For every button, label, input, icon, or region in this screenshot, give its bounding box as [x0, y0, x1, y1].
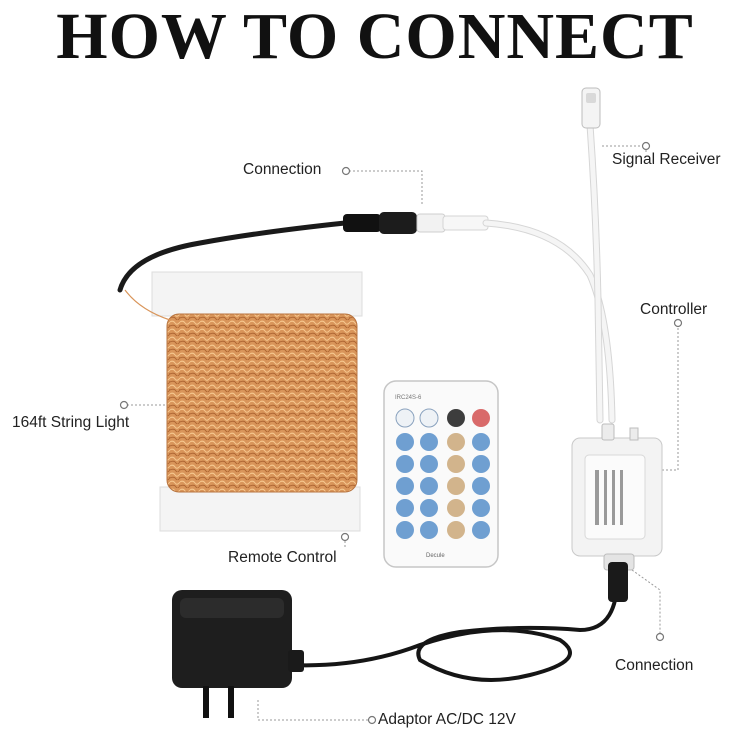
page-title: HOW TO CONNECT — [56, 0, 694, 73]
white-cables — [482, 121, 616, 424]
label-remote-control: Remote Control — [228, 549, 337, 566]
remote-buttons — [395, 408, 490, 539]
label-connection-bottom: Connection — [615, 657, 694, 674]
controller-box — [571, 423, 663, 571]
leader-connection-bottom — [631, 569, 661, 637]
label-string-light: 164ft String Light — [12, 414, 130, 431]
power-adaptor — [172, 590, 304, 718]
signal-receiver-head — [581, 87, 601, 129]
remote-brand-text: Decule — [426, 553, 445, 559]
label-adaptor: Adaptor AC/DC 12V — [378, 711, 516, 728]
barrel-connector-bottom — [608, 562, 628, 602]
leader-connection-top — [349, 170, 423, 206]
label-connection-top: Connection — [243, 161, 322, 178]
leader-dots — [119, 141, 683, 725]
string-light-spool — [124, 271, 363, 532]
remote-control: IRC24S-6 Decule — [383, 380, 499, 568]
label-controller: Controller — [640, 301, 708, 318]
power-cable — [288, 568, 620, 682]
label-signal-receiver: Signal Receiver — [612, 151, 721, 168]
light-cable — [117, 220, 348, 293]
remote-model-text: IRC24S-6 — [395, 395, 422, 401]
leader-adaptor — [257, 700, 369, 721]
barrel-connector-top — [343, 212, 489, 234]
